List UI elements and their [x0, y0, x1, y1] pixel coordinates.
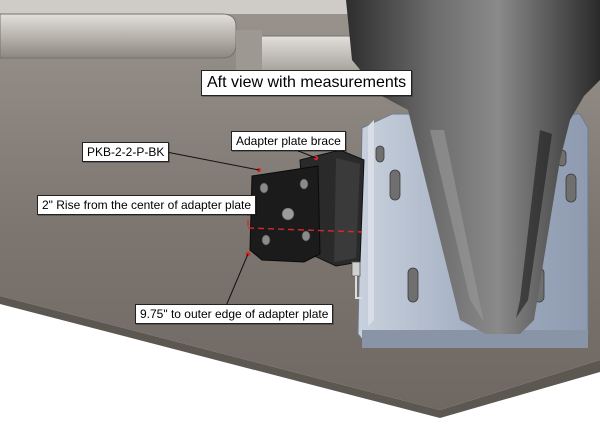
callout-outer-edge-measurement: 9.75" to outer edge of adapter plate — [135, 304, 334, 324]
rise-measure-line — [247, 227, 363, 233]
leader-edge — [225, 253, 249, 307]
callout-adapter-plate-brace: Adapter plate brace — [231, 131, 346, 151]
view-title: Aft view with measurements — [201, 70, 413, 96]
leader-part — [155, 149, 260, 171]
rail-left — [0, 13, 237, 59]
callout-rise-measurement: 2" Rise from the center of adapter plate — [37, 195, 257, 215]
callout-part-number: PKB-2-2-P-BK — [82, 142, 170, 162]
